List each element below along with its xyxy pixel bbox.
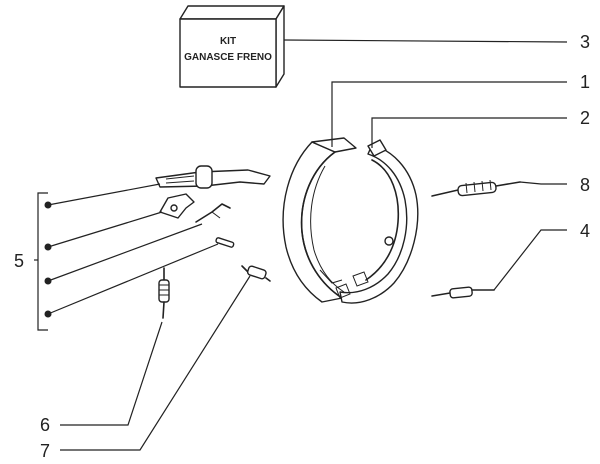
kit-box-label-line2: GANASCE FRENO — [184, 52, 272, 63]
pin — [215, 237, 235, 248]
callout-5: 5 — [14, 251, 24, 271]
group-5-markers — [44, 201, 52, 318]
spring-6 — [158, 267, 170, 319]
brake-cam-lever — [159, 193, 195, 219]
callout-8: 8 — [580, 175, 590, 195]
brake-lever-rod — [155, 165, 271, 189]
spring-4 — [431, 286, 495, 299]
callout-7: 7 — [40, 441, 50, 461]
callout-3: 3 — [580, 32, 590, 52]
leader-lines — [34, 39, 568, 451]
spring-8 — [431, 179, 521, 197]
brake-shoe-1 — [282, 137, 357, 303]
wire-spring-clip — [195, 203, 231, 223]
callout-6: 6 — [40, 415, 50, 435]
spring-7 — [241, 265, 271, 282]
brake-shoe-2 — [335, 139, 419, 304]
callout-1: 1 — [580, 72, 590, 92]
kit-box-label-line1: KIT — [220, 36, 236, 47]
callout-2: 2 — [580, 108, 590, 128]
callout-4: 4 — [580, 221, 590, 241]
kit-box: KIT GANASCE FRENO — [179, 5, 285, 88]
